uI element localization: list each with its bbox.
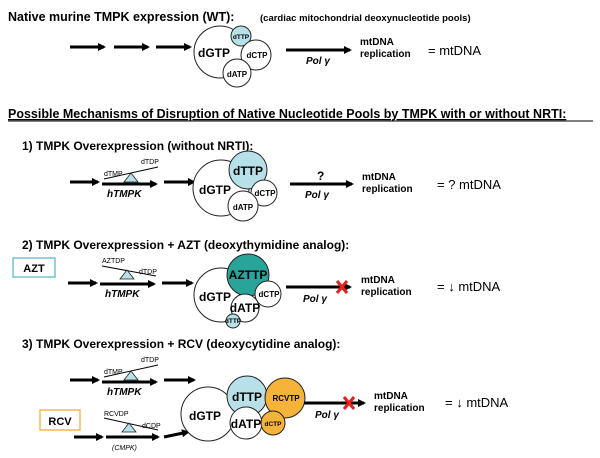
s3-dtmp-label: dTMP	[104, 369, 123, 376]
wt-nucleotide-pool: dGTP dTTP dCTP dATP	[193, 25, 272, 88]
s3-rcvtp-circle	[264, 377, 306, 419]
wt-dgtp-label: dGTP	[198, 46, 230, 60]
s2-pol-label: Pol γ	[303, 294, 328, 305]
wt-dttp-label: dTTP	[233, 34, 250, 41]
s1-dgtp-label: dGTP	[199, 183, 231, 197]
s2-datp-label: dATP	[230, 301, 260, 315]
wt-pol-label: Pol γ	[306, 56, 331, 67]
s3-title: 3) TMPK Overexpression + RCV (deoxycytid…	[22, 337, 340, 351]
s1-title: 1) TMPK Overexpression (without NRTI):	[22, 139, 253, 153]
s2-fulcrum-triangle	[119, 269, 135, 280]
s2-aztdp-label: AZTDP	[102, 258, 125, 265]
s3-htmpk-conversion: dTMP dTDP hTMPK	[102, 357, 159, 398]
s1-mtdna-label: mtDNA	[362, 172, 396, 183]
s3-pol-label: Pol γ	[315, 410, 340, 421]
s1-question-mark: ?	[317, 169, 324, 183]
s2-dgtp-label: dGTP	[199, 290, 231, 304]
s3-cmpk-conversion: RCVDP dCDP (CMPK)	[103, 411, 161, 452]
s2-azttp-label: AZTTP	[229, 268, 268, 282]
wt-replication-label: replication	[360, 49, 411, 60]
s3-dtdp-label: dTDP	[141, 357, 159, 364]
s2-nucleotide-pool: dGTP AZTTP dCTP dATP dTTP	[193, 253, 282, 329]
s3-fulcrum-triangle	[123, 370, 139, 381]
azt-drug-box	[12, 257, 56, 278]
s2-block-x-icon	[335, 280, 349, 294]
s1-htmpk-label: hTMPK	[107, 189, 142, 200]
s2-block-x-stroke-2	[335, 280, 349, 294]
azt-drug-label: AZT	[23, 263, 45, 275]
s2-result: = ↓ mtDNA	[437, 279, 501, 294]
s1-nucleotide-pool: dGTP dTTP dCTP dATP	[192, 150, 278, 222]
s3-rcvtp-label: RCVTP	[272, 394, 300, 403]
s3-rcv-arrow-3	[163, 429, 190, 439]
s2-dctp-circle	[254, 280, 282, 308]
s1-datp-circle	[227, 190, 259, 222]
s3-rcvdp-label: RCVDP	[104, 411, 129, 418]
rcv-drug-label: RCV	[48, 416, 72, 428]
wt-datp-label: dATP	[227, 70, 248, 79]
s3-nucleotide-pool: dGTP dTTP RCVTP dATP dCTP	[180, 375, 306, 442]
s3-result: = ↓ mtDNA	[445, 395, 509, 410]
s3-dctp-circle	[260, 410, 286, 436]
s3-dttp-label: dTTP	[232, 390, 262, 404]
s3-mtdna-label: mtDNA	[374, 391, 408, 402]
s2-dttp-circle	[225, 313, 241, 329]
wt-dctp-circle	[240, 39, 272, 71]
s3-replication-label: replication	[374, 403, 425, 414]
s2-htmpk-conversion: AZTDP dTDP hTMPK	[100, 258, 157, 300]
mechanisms-title: Possible Mechanisms of Disruption of Nat…	[8, 107, 566, 121]
wt-title: Native murine TMPK expression (WT):	[8, 10, 234, 24]
s2-htmpk-label: hTMPK	[105, 289, 140, 300]
s1-dtdp-label: dTDP	[141, 159, 159, 166]
s1-replication-label: replication	[362, 184, 413, 195]
s1-dttp-label: dTTP	[233, 164, 263, 178]
s3-dctp-label: dCTP	[265, 421, 283, 428]
scenario-1: 1) TMPK Overexpression (without NRTI): d…	[22, 139, 501, 222]
s3-datp-label: dATP	[231, 417, 261, 431]
wt-dctp-label: dCTP	[247, 51, 269, 60]
wt-mtdna-label: mtDNA	[360, 37, 394, 48]
s1-htmpk-conversion: dTMP dTDP hTMPK	[102, 159, 159, 200]
wt-dttp-circle	[230, 25, 252, 47]
wt-section: Native murine TMPK expression (WT): (car…	[8, 10, 481, 88]
s1-datp-label: dATP	[233, 203, 254, 212]
wt-subtitle: (cardiac mitochondrial deoxynucleotide p…	[260, 13, 471, 24]
s3-block-x-icon	[342, 396, 356, 410]
s3-cmpk-fulcrum-triangle	[121, 422, 137, 433]
s3-cmpk-seesaw-line	[103, 417, 159, 431]
s1-result: = ? mtDNA	[437, 177, 501, 192]
s3-block-x-stroke-2	[342, 396, 356, 410]
s2-title: 2) TMPK Overexpression + AZT (deoxythymi…	[22, 238, 349, 252]
s1-fulcrum-triangle	[123, 172, 139, 183]
s3-cmpk-label: (CMPK)	[112, 445, 137, 452]
s2-replication-label: replication	[361, 287, 412, 298]
wt-result: = mtDNA	[428, 43, 481, 58]
s2-dtdp-label: dTDP	[139, 269, 157, 276]
scenario-3: 3) TMPK Overexpression + RCV (deoxycytid…	[22, 337, 509, 452]
s2-mtdna-label: mtDNA	[361, 275, 395, 286]
s1-dctp-label: dCTP	[255, 189, 277, 198]
s1-dttp-circle	[228, 150, 268, 190]
scenario-2: 2) TMPK Overexpression + AZT (deoxythymi…	[12, 238, 501, 329]
wt-datp-circle	[222, 58, 252, 88]
s3-htmpk-label: hTMPK	[107, 387, 142, 398]
s1-pol-label: Pol γ	[305, 190, 330, 201]
s2-datp-circle	[230, 293, 260, 323]
s2-dctp-label: dCTP	[259, 290, 281, 299]
s1-dtmp-label: dTMP	[104, 171, 123, 178]
s3-dgtp-label: dGTP	[189, 409, 221, 423]
s2-dttp-label: dTTP	[225, 318, 242, 325]
s2-seesaw-line	[101, 265, 157, 277]
rcv-drug-box	[39, 409, 81, 431]
s3-dcdp-label: dCDP	[142, 423, 161, 430]
